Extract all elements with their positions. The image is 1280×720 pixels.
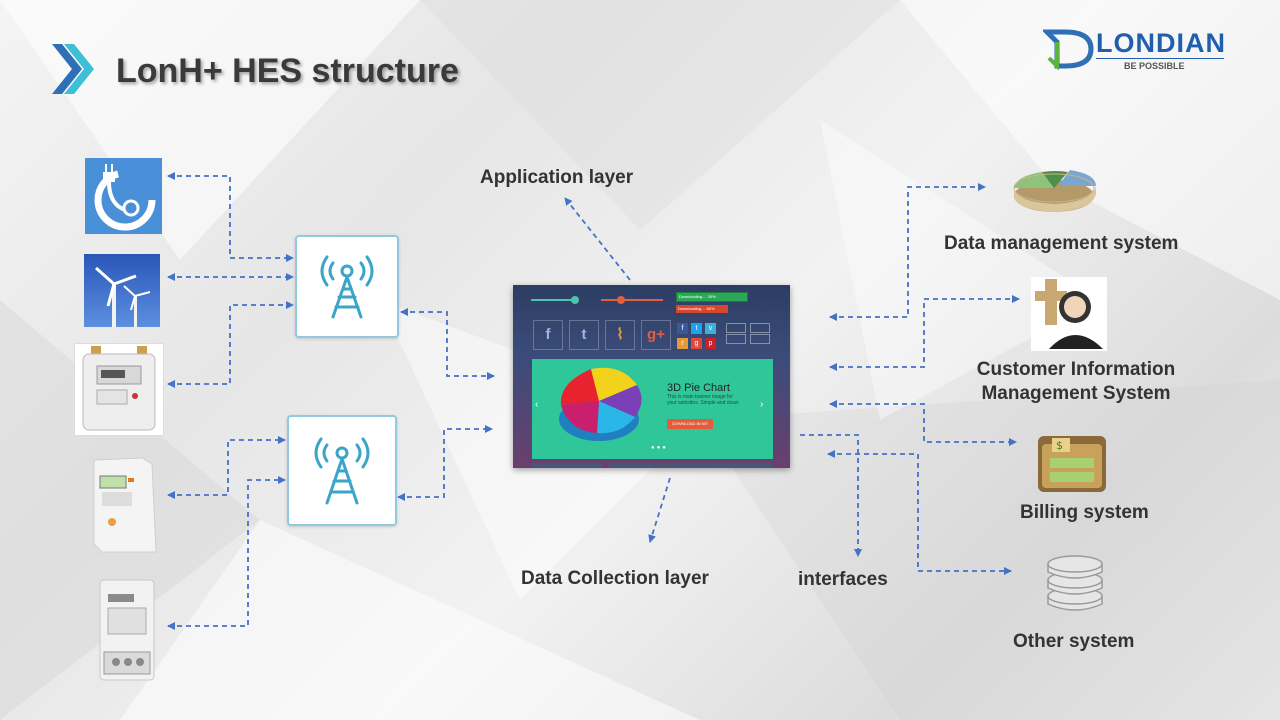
other-system-label: Other system <box>1013 631 1135 652</box>
data-collection-layer-label: Data Collection layer <box>521 568 709 589</box>
interfaces-label: interfaces <box>798 569 888 590</box>
brand-tagline: BE POSSIBLE <box>1124 61 1185 71</box>
svg-text:$: $ <box>1056 439 1063 452</box>
carousel-prev-icon: ‹ <box>535 399 539 410</box>
antenna-tower-icon <box>320 255 374 319</box>
progress-bar-1: Downloading.... 35% <box>676 292 748 302</box>
wind-turbine-icon <box>84 254 160 327</box>
facebook-icon: f <box>533 320 563 350</box>
three-phase-meter-icon <box>96 576 160 684</box>
billing-system-label: Billing system <box>1020 502 1149 523</box>
carousel-dots: ●●● <box>651 445 668 451</box>
customer-info-label-line2: Management System <box>981 383 1171 404</box>
vimeo-mini-icon: v <box>705 323 716 334</box>
3d-pie-chart-graphic <box>559 367 642 441</box>
data-management-label: Data management system <box>944 233 1179 254</box>
londian-d-logo <box>1043 29 1094 70</box>
pie-card-title: 3D Pie Chart <box>667 382 730 394</box>
electricity-meter-icon <box>92 456 158 555</box>
progress-bar-2: Downloading.... 60% <box>676 305 728 313</box>
gas-meter-icon <box>74 343 164 436</box>
pie-chart-icon <box>1013 170 1096 212</box>
customer-info-label-line1: Customer Information <box>976 359 1176 380</box>
concentrator-1 <box>295 235 399 338</box>
antenna-tower-icon <box>314 437 370 505</box>
slide-title: LonH+ HES structure <box>116 52 459 90</box>
application-layer-label: Application layer <box>480 167 634 188</box>
brand-name: LONDIAN <box>1096 28 1226 58</box>
google-plus-icon: g+ <box>641 320 671 350</box>
ev-charger-icon <box>85 158 162 234</box>
user-avatar-icon <box>1031 277 1107 351</box>
hes-dashboard-screen: Downloading.... 35% Downloading.... 60% … <box>513 285 790 468</box>
download-button: DOWNLOAD IN NIT <box>667 419 713 429</box>
rss-mini-icon: r <box>677 338 688 349</box>
rss-icon: ⌇ <box>605 320 635 350</box>
database-icon <box>1047 555 1103 611</box>
pie-card-text: This is main banner image for your websi… <box>667 394 739 406</box>
chevron-arrow-icon <box>52 44 94 94</box>
facebook-mini-icon: f <box>677 323 688 334</box>
pinterest-mini-icon: p <box>705 338 716 349</box>
concentrator-2 <box>287 415 397 526</box>
twitter-mini-icon: t <box>691 323 702 334</box>
carousel-next-icon: › <box>760 399 764 410</box>
twitter-icon: t <box>569 320 599 350</box>
wallet-icon: $ <box>1038 436 1106 492</box>
gplus-mini-icon: g <box>691 338 702 349</box>
